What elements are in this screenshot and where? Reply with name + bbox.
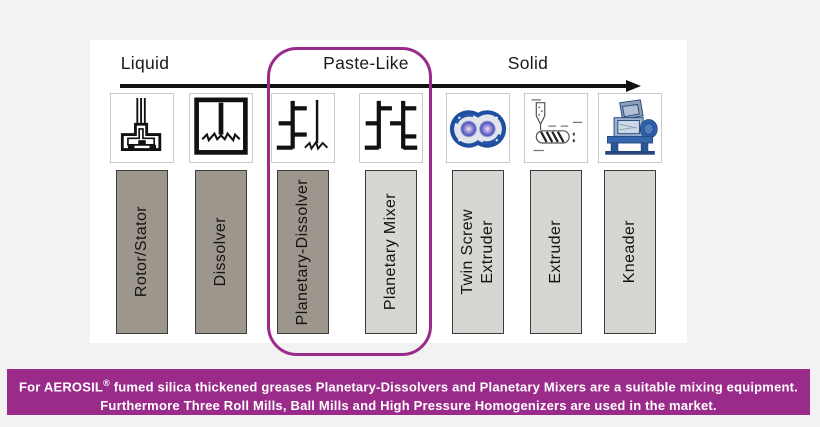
- summary-banner: For AEROSIL® fumed silica thickened grea…: [7, 369, 810, 415]
- equipment-bar-planetary-dissolver: Planetary-Dissolver: [277, 170, 329, 334]
- section-label-liquid: Liquid: [120, 53, 170, 73]
- banner-line-1: For AEROSIL® fumed silica thickened grea…: [7, 374, 810, 397]
- banner-text: For AEROSIL: [19, 379, 104, 395]
- extruder-icon: [524, 93, 588, 163]
- equipment-bar-planetary-mixer: Planetary Mixer: [365, 170, 417, 334]
- twin-screw-extruder-icon: [446, 93, 510, 163]
- equipment-bar-rotor-stator: Rotor/Stator: [116, 170, 168, 334]
- banner-text: fumed silica thickened greases Planetary…: [109, 379, 798, 395]
- registered-trademark-symbol: ®: [103, 378, 110, 388]
- section-label-solid: Solid: [507, 53, 549, 73]
- equipment-label: Kneader: [621, 220, 639, 284]
- banner-line-2: Furthermore Three Roll Mills, Ball Mills…: [100, 397, 717, 413]
- kneader-icon: [598, 93, 662, 163]
- equipment-bar-kneader: Kneader: [604, 170, 656, 334]
- equipment-label: Rotor/Stator: [133, 206, 151, 298]
- equipment-bar-twin-screw-extruder: Twin Screw Extruder: [452, 170, 504, 334]
- consistency-arrow-line: [120, 84, 628, 88]
- equipment-label: Dissolver: [212, 217, 230, 287]
- rotor-stator-icon: [110, 93, 174, 163]
- equipment-label-line: Extruder: [479, 220, 496, 284]
- section-label-paste-like: Paste-Like: [323, 53, 409, 73]
- dissolver-icon: [189, 93, 253, 163]
- equipment-bar-extruder: Extruder: [530, 170, 582, 334]
- equipment-bar-dissolver: Dissolver: [195, 170, 247, 334]
- equipment-label: Extruder: [547, 220, 565, 284]
- consistency-arrow-head-icon: [626, 79, 641, 92]
- equipment-label: Planetary Mixer: [382, 193, 400, 311]
- planetary-dissolver-icon: [271, 93, 335, 163]
- equipment-label-line: Twin Screw: [459, 209, 477, 295]
- planetary-mixer-icon: [359, 93, 423, 163]
- equipment-label: Planetary-Dissolver: [294, 178, 312, 326]
